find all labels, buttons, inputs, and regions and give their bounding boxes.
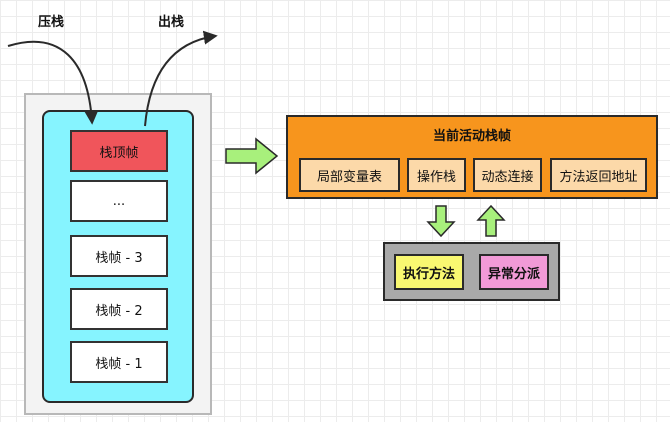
exception-dispatch: 异常分派 (479, 254, 549, 290)
pop-arrow-icon (144, 30, 218, 127)
current-active-frame-title: 当前活动栈帧 (432, 129, 511, 144)
method-return-address-label: 方法返回地址 (559, 169, 638, 185)
method-return-address: 方法返回地址 (550, 158, 647, 192)
stack-frame-2-label: 栈帧 - 2 (95, 303, 143, 319)
stack-top-frame-label: 栈顶帧 (99, 145, 139, 161)
execute-method: 执行方法 (394, 254, 464, 290)
operand-stack: 操作栈 (407, 158, 466, 192)
local-variable-table-label: 局部变量表 (316, 169, 382, 185)
local-variable-table: 局部变量表 (299, 158, 400, 192)
up-block-arrow-icon (476, 204, 506, 237)
stack-frame-3-label: 栈帧 - 3 (95, 250, 143, 266)
stack-frame-1: 栈帧 - 1 (70, 341, 168, 383)
dynamic-link: 动态连接 (473, 158, 542, 192)
push-arrow-icon (7, 40, 99, 125)
execute-method-label: 执行方法 (402, 266, 455, 282)
exception-dispatch-label: 异常分派 (487, 266, 540, 282)
right-block-arrow-icon (225, 137, 279, 175)
stack-top-frame: 栈顶帧 (70, 130, 168, 172)
push-label: 压栈 (38, 15, 65, 30)
stack-frame-3: 栈帧 - 3 (70, 235, 168, 277)
dynamic-link-label: 动态连接 (481, 169, 534, 185)
stack-frame-2: 栈帧 - 2 (70, 288, 168, 330)
stack-frame-ellipsis: ... (70, 180, 168, 222)
down-block-arrow-icon (426, 205, 456, 238)
pop-label: 出栈 (158, 15, 185, 30)
stack-frame-ellipsis-label: ... (112, 193, 126, 209)
operand-stack-label: 操作栈 (416, 169, 456, 185)
stack-frame-1-label: 栈帧 - 1 (95, 356, 143, 372)
